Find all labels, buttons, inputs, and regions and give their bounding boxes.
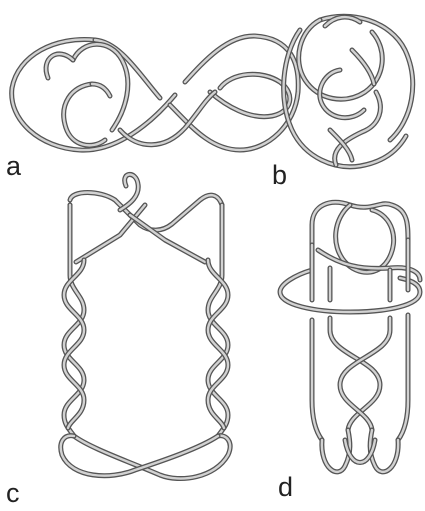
knot-a-strand-9 bbox=[118, 90, 217, 146]
knot-a-strand-5 bbox=[62, 82, 107, 147]
knot-d-band-1-outline bbox=[315, 247, 423, 283]
knot-a bbox=[9, 33, 301, 153]
knot-b-strand-1 bbox=[318, 15, 414, 142]
knot-c-top-loop bbox=[118, 173, 140, 212]
knot-d-band-1 bbox=[316, 248, 422, 282]
knot-d bbox=[277, 199, 423, 475]
knot-d-right bbox=[396, 238, 410, 442]
knot-d-band-2 bbox=[278, 268, 422, 314]
knot-b-strand-3 bbox=[297, 18, 384, 101]
knot-a-strand-3 bbox=[93, 38, 162, 100]
knot-c-diag-left bbox=[74, 203, 147, 264]
knot-d-top-outer bbox=[310, 201, 410, 247]
knot-d-twist-a bbox=[328, 266, 382, 432]
knot-d-foot-mid bbox=[343, 438, 377, 464]
knot-a-strand-6 bbox=[90, 82, 112, 98]
panel-label-d: d bbox=[278, 472, 294, 502]
knot-c-right-a bbox=[206, 203, 230, 438]
knot-a-strand-8 bbox=[208, 73, 291, 118]
knot-b-strand-8 bbox=[328, 128, 354, 162]
knot-a-strand-7 bbox=[44, 52, 75, 80]
knot-c-left-b bbox=[62, 258, 86, 430]
panel-label-a: a bbox=[6, 151, 22, 181]
knot-d-twist-b bbox=[338, 268, 392, 432]
knot-a-strand-4 bbox=[71, 43, 130, 132]
knot-a-strand-1-outline bbox=[9, 36, 178, 153]
knot-c-right-b bbox=[206, 258, 230, 430]
knot-b-strand-4 bbox=[323, 15, 362, 28]
knot-c-bottom-b bbox=[59, 434, 220, 477]
knot-c-diag-left-outline bbox=[73, 202, 148, 265]
knot-c bbox=[58, 172, 233, 482]
knot-b-strand-1-outline bbox=[317, 13, 416, 143]
panel-label-b: b bbox=[272, 160, 288, 190]
knot-b-strand-6-outline bbox=[332, 89, 383, 168]
knot-b-strand-2 bbox=[282, 28, 408, 168]
knot-b-strand-7 bbox=[350, 48, 376, 86]
knot-a-strand-1 bbox=[10, 38, 177, 152]
knot-a-strand-2 bbox=[168, 34, 300, 152]
knot-c-diag-right bbox=[128, 213, 207, 264]
knot-c-left-a bbox=[62, 203, 86, 438]
knot-d-foot-right bbox=[368, 428, 400, 473]
knot-d-left bbox=[310, 243, 324, 442]
knot-d-top-loop bbox=[334, 203, 395, 274]
panel-label-c: c bbox=[6, 478, 20, 508]
knot-b bbox=[281, 13, 416, 170]
knot-d-foot-left bbox=[320, 428, 352, 473]
knot-c-bottom-a bbox=[72, 434, 232, 480]
knot-b-strand-6 bbox=[333, 90, 382, 167]
knot-b-strand-5 bbox=[318, 68, 366, 119]
